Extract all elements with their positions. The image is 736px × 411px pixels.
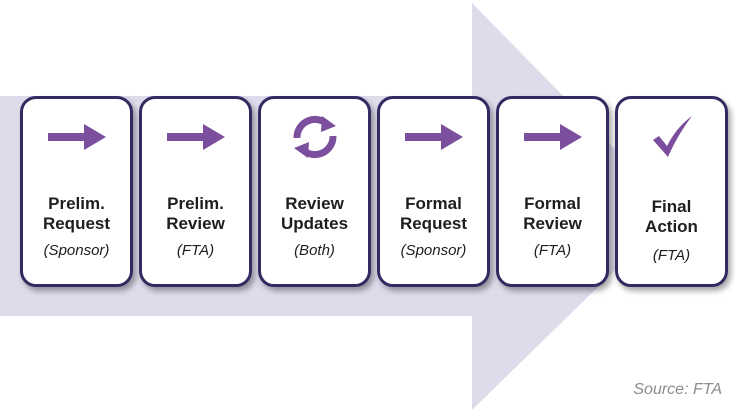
step-title: Prelim. Review	[166, 194, 225, 233]
step-title: Formal Request	[399, 194, 468, 233]
step-card-formal-review: Formal Review (FTA)	[496, 96, 609, 287]
step-card-prelim-review: Prelim. Review (FTA)	[139, 96, 252, 287]
step-card-prelim-request: Prelim. Request (Sponsor)	[20, 96, 133, 287]
cycle-icon	[261, 113, 368, 161]
step-role: (Sponsor)	[400, 242, 467, 259]
step-role: (Sponsor)	[43, 242, 110, 259]
step-role: (FTA)	[652, 247, 691, 264]
step-card-final-action: Final Action (FTA)	[615, 96, 728, 287]
step-role: (FTA)	[176, 242, 215, 259]
step-title: Review Updates	[280, 194, 349, 233]
right-arrow-icon	[142, 113, 249, 161]
right-arrow-icon	[499, 113, 606, 161]
right-arrow-icon	[380, 113, 487, 161]
step-card-formal-request: Formal Request (Sponsor)	[377, 96, 490, 287]
source-caption: Source: FTA	[633, 381, 722, 398]
step-title: Final Action	[645, 197, 698, 236]
step-role: (Both)	[294, 242, 335, 259]
step-title: Prelim. Request	[42, 194, 111, 233]
step-title: Formal Review	[523, 194, 582, 233]
right-arrow-icon	[23, 113, 130, 161]
step-card-review-updates: Review Updates (Both)	[258, 96, 371, 287]
checkmark-icon	[618, 113, 725, 161]
step-role: (FTA)	[533, 242, 572, 259]
